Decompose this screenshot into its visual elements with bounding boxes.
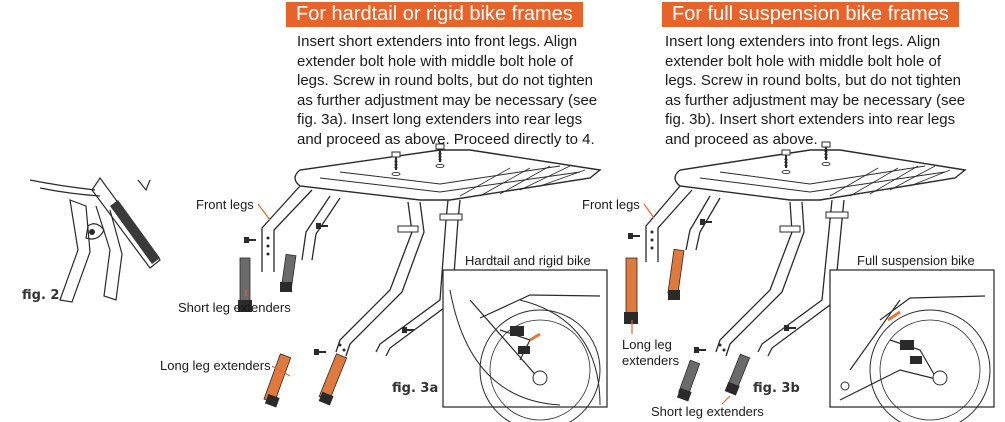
instruction-line: legs. Screw in round bolts, but do not t… [665, 72, 962, 89]
fig2-illustration [29, 176, 161, 303]
instruction-line: Insert long extenders into front legs. A… [665, 33, 941, 50]
instructions-hardtail: Insert short extenders into front legs. … [297, 32, 637, 149]
label-short-extenders-3a: Short leg extenders [178, 300, 291, 315]
label-long-extenders-3b-line1: Long leg [622, 337, 672, 352]
instruction-line: extender bolt hole with middle bolt hole… [665, 52, 942, 70]
instruction-line: and proceed as above. [665, 130, 818, 148]
instruction-line: legs. Screw in round bolts, but do not t… [297, 72, 594, 89]
figure-label-3b: fig. 3b [753, 381, 800, 396]
label-long-extenders-3b-line2: extenders [622, 353, 680, 368]
inset-title-3b: Full suspension bike [857, 253, 975, 268]
inset-3b [829, 269, 995, 422]
instruction-line: extender bolt hole with middle bolt hole… [297, 52, 574, 70]
instruction-line: and proceed as above. Proceed directly t… [297, 130, 595, 148]
section-title-full-suspension: For full suspension bike frames [662, 2, 959, 27]
section-title-hardtail: For hardtail or rigid bike frames [286, 2, 583, 27]
instruction-line: as further adjustment may be necessary (… [665, 91, 966, 109]
label-short-extenders-3b: Short leg extenders [651, 404, 764, 419]
instruction-line: fig. 3b). Insert short extenders into re… [665, 111, 956, 128]
inset-3a [442, 269, 608, 422]
instruction-line: as further adjustment may be necessary (… [297, 91, 598, 109]
figure-label-2: fig. 2 [22, 288, 60, 303]
label-front-legs-3a: Front legs [196, 197, 254, 212]
rack-3a [238, 143, 602, 408]
rack-3b [624, 141, 967, 405]
figure-label-3a: fig. 3a [392, 381, 439, 396]
instructions-full-suspension: Insert long extenders into front legs. A… [665, 32, 1005, 149]
label-front-legs-3b: Front legs [582, 197, 640, 212]
label-long-extenders-3a: Long leg extenders [160, 358, 271, 373]
instruction-line: Insert short extenders into front legs. … [297, 33, 578, 50]
inset-title-3a: Hardtail and rigid bike [465, 253, 591, 268]
instruction-line: fig. 3a). Insert long extenders into rea… [297, 111, 583, 128]
